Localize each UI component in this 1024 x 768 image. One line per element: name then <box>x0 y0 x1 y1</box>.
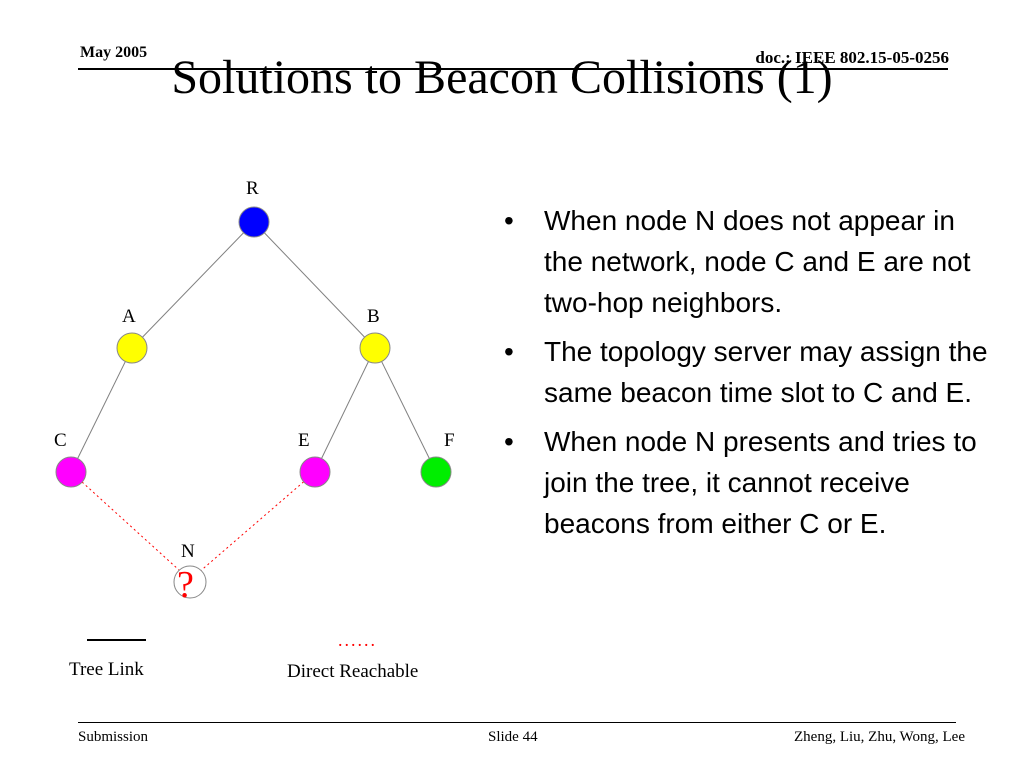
node-label-f: F <box>444 430 455 451</box>
tree-link-b-e <box>314 347 376 473</box>
bullet-list: • When node N does not appear in the netw… <box>500 200 1000 552</box>
node-c <box>55 456 87 488</box>
node-r <box>238 206 270 238</box>
tree-link-a-c <box>70 347 133 473</box>
bullet-item: • The topology server may assign the same… <box>500 331 1000 413</box>
legend-direct-reachable-label: Direct Reachable <box>287 661 419 682</box>
tree-link-r-b <box>253 221 376 349</box>
node-b <box>359 332 391 364</box>
slide-title: Solutions to Beacon Collisions (1) <box>171 51 833 104</box>
node-e <box>299 456 331 488</box>
node-label-a: A <box>122 306 136 327</box>
bullet-dot-icon: • <box>504 205 514 236</box>
node-a <box>116 332 148 364</box>
node-label-r: R <box>246 178 259 199</box>
node-label-b: B <box>367 306 380 327</box>
bullet-text: The topology server may assign the same … <box>544 336 988 408</box>
node-label-e: E <box>298 430 310 451</box>
bullet-item: • When node N does not appear in the netw… <box>500 200 1000 323</box>
question-mark-icon: ? <box>177 564 194 606</box>
bullet-dot-icon: • <box>504 336 514 367</box>
header-rule <box>78 68 948 70</box>
node-f <box>420 456 452 488</box>
direct-link-e-n <box>189 471 316 581</box>
direct-link-c-n <box>70 471 191 581</box>
node-n <box>173 565 207 599</box>
bullet-item: • When node N presents and tries to join … <box>500 421 1000 544</box>
tree-link-r-a <box>131 221 255 349</box>
header-date: May 2005 <box>80 44 148 61</box>
footer-submission: Submission <box>78 729 149 745</box>
node-label-n: N <box>181 541 195 562</box>
bullet-dot-icon: • <box>504 426 514 457</box>
footer-authors: Zheng, Liu, Zhu, Wong, Lee <box>794 729 965 745</box>
bullet-text: When node N does not appear in the netwo… <box>544 205 971 318</box>
bullet-text: When node N presents and tries to join t… <box>544 426 977 539</box>
tree-link-b-f <box>374 347 437 473</box>
footer-rule <box>78 722 956 723</box>
header-doc-id: doc.: IEEE 802.15-05-0256 <box>755 48 949 67</box>
legend-direct-link-sample: ...... <box>338 630 377 650</box>
legend-tree-link-label: Tree Link <box>69 659 144 680</box>
node-label-c: C <box>54 430 67 451</box>
footer-slide-number: Slide 44 <box>488 729 538 745</box>
